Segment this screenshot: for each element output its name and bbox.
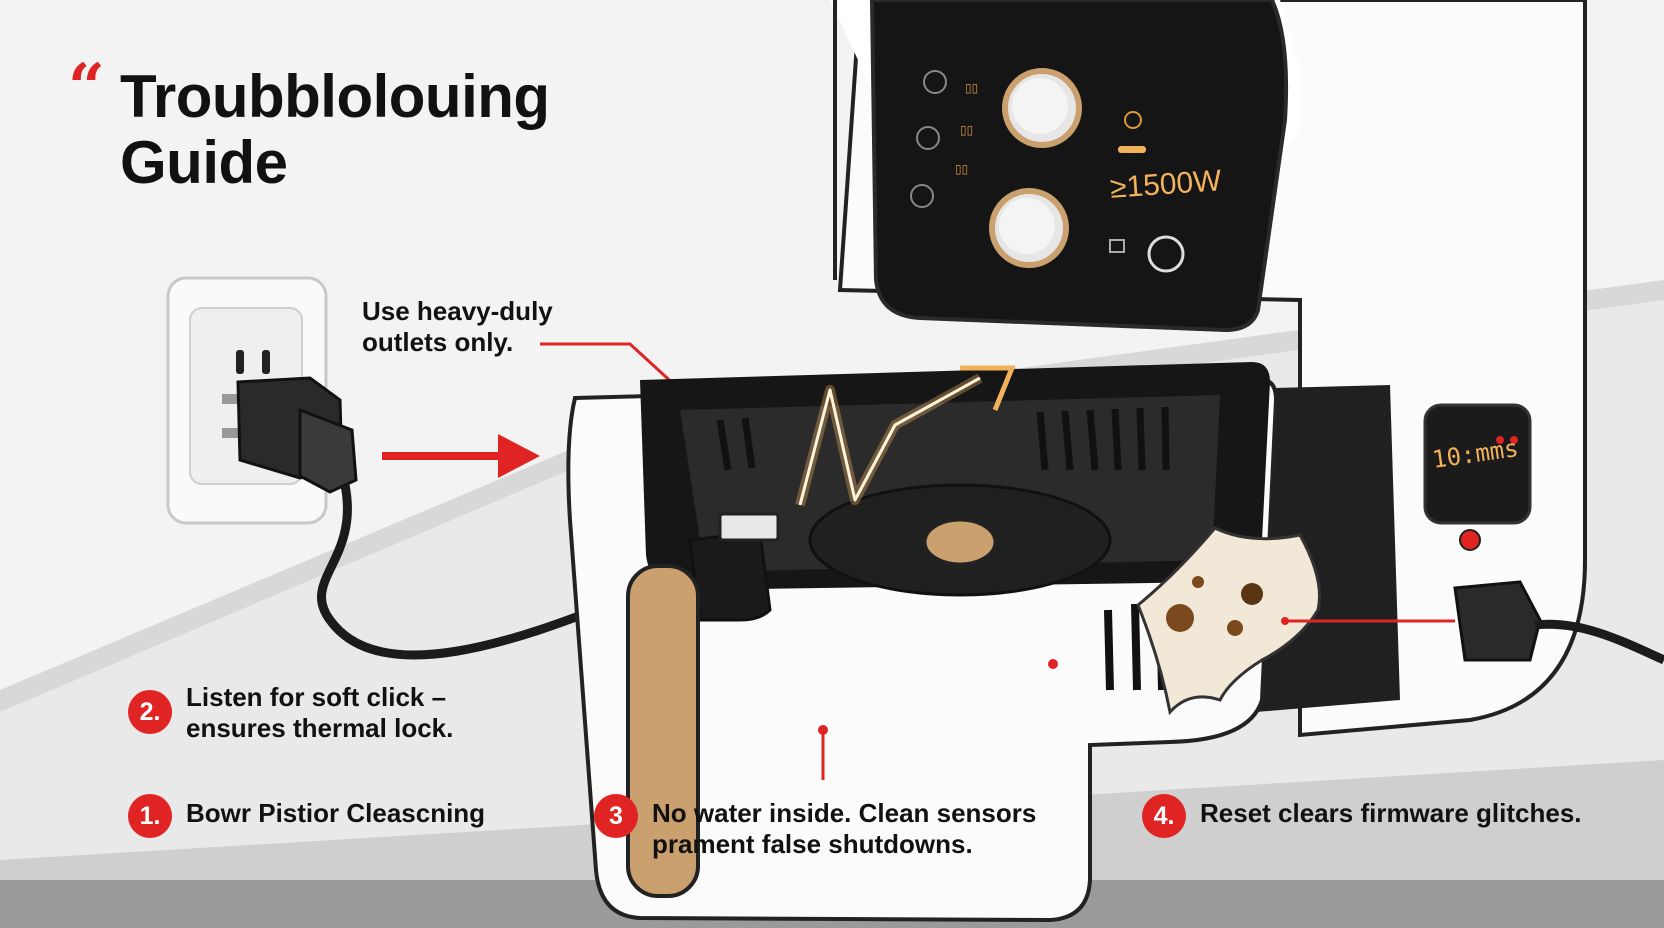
- step-3-line-1: No water inside. Clean sensors: [652, 798, 1037, 828]
- title-quote-mark: “: [68, 50, 105, 125]
- heating-element-icon: [923, 518, 997, 566]
- timer-display: [1423, 403, 1532, 551]
- control-panel: [869, 0, 1289, 333]
- power-button-icon: [1147, 235, 1185, 273]
- step-2-line-1: Listen for soft click –: [186, 682, 447, 712]
- step-3-badge: 3: [594, 794, 638, 838]
- title-line-2: Guide: [120, 129, 288, 196]
- title-line-1: Troubblolouing: [120, 63, 550, 130]
- basket-handle-icon: [626, 512, 780, 898]
- mode-icon: [916, 126, 940, 150]
- page-title: Troubblolouing Guide: [120, 64, 550, 196]
- mode-icon: [923, 70, 947, 94]
- svg-text:▯▯: ▯▯: [965, 81, 978, 95]
- outlet-note-line-1: Use heavy-duly: [362, 296, 553, 326]
- step-2-line-2: ensures thermal lock.: [186, 713, 454, 743]
- step-3-line-2: prament false shutdowns.: [652, 829, 973, 859]
- svg-text:▯▯: ▯▯: [960, 123, 973, 137]
- step-2-badge: 2.: [128, 690, 172, 734]
- air-fryer-basket: [566, 362, 1279, 923]
- step-4-badge: 4.: [1142, 794, 1186, 838]
- mode-icon: [910, 184, 934, 208]
- step-1-text: Bowr Pistior Cleascning: [186, 798, 486, 828]
- outlet-note-line-2: outlets only.: [362, 327, 514, 357]
- step-2-text: Listen for soft click – ensures thermal …: [186, 682, 453, 744]
- dirty-cloth-icon: [1136, 526, 1322, 716]
- step-1-badge: 1.: [128, 794, 172, 838]
- step-3-text: No water inside. Clean sensors prament f…: [652, 798, 1036, 860]
- svg-text:▯▯: ▯▯: [955, 162, 968, 176]
- rear-power-cord-icon: [1453, 580, 1664, 665]
- step-4-text: Reset clears firmware glitches.: [1200, 798, 1582, 828]
- air-fryer-body: ▯▯ ▯▯ ▯▯: [830, 0, 1587, 738]
- outlet-note-leader: [540, 342, 680, 390]
- reset-button-icon: [1459, 529, 1481, 551]
- outlet-note: Use heavy-duly outlets only.: [362, 296, 553, 358]
- red-arrow-icon: [382, 434, 540, 478]
- power-plug-icon: [222, 376, 622, 660]
